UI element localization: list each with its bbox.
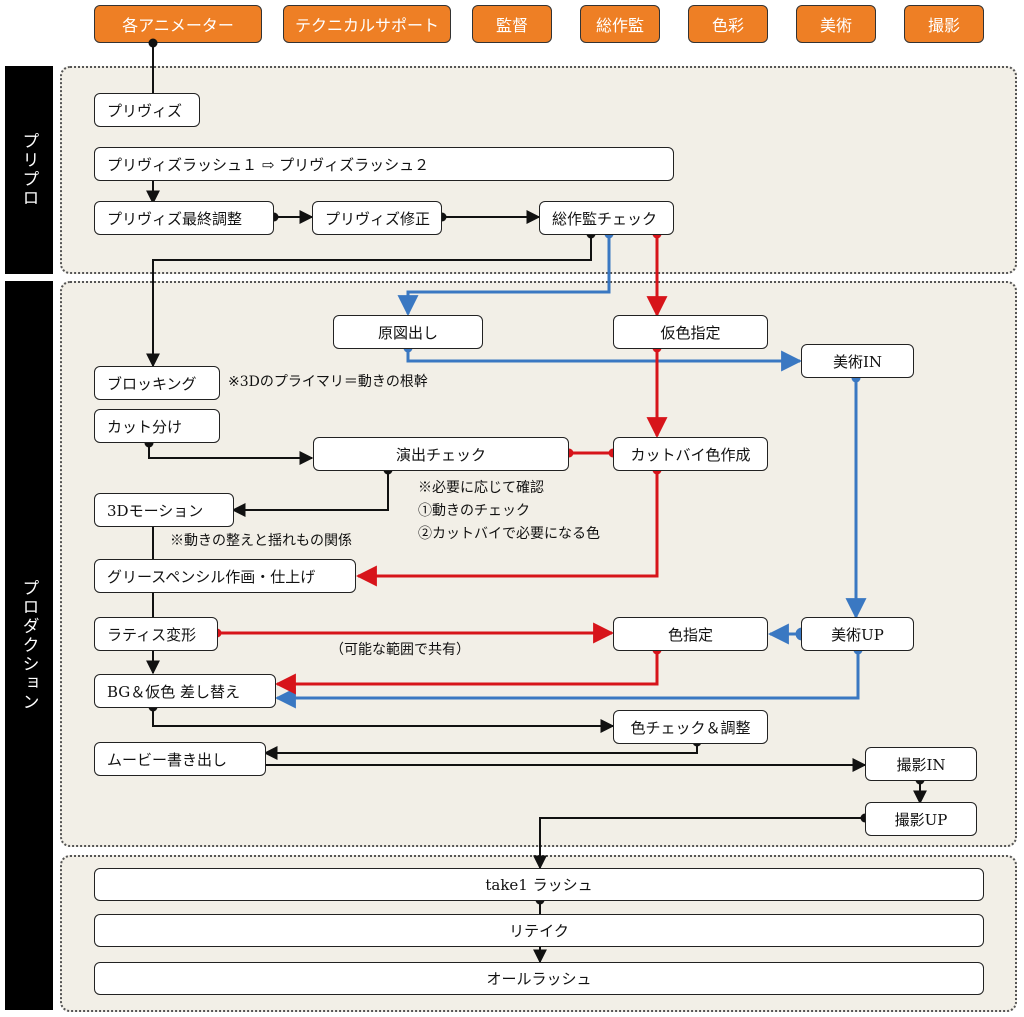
node-take1-rush: take1 ラッシュ: [94, 868, 984, 901]
edge-genzu-to-bijutsu-in: [406, 348, 803, 372]
node-cutbyshoku: カットバイ色作成: [613, 437, 768, 471]
edge-cutwake-to-enshutsu: [148, 443, 314, 465]
node-chief-check: 総作監チェック: [539, 201, 674, 235]
node-bg-swap: BG＆仮色 差し替え: [94, 674, 276, 708]
note-motion: ※動きの整えと揺れもの関係: [170, 533, 352, 549]
node-genzu: 原図出し: [333, 315, 483, 349]
note-enshutsu-1: ※必要に応じて確認: [418, 480, 544, 496]
node-bijutsu-in: 美術IN: [801, 344, 914, 378]
node-3d-motion: 3Dモーション: [94, 493, 234, 527]
node-satsuei-up: 撮影UP: [865, 802, 977, 836]
node-retake: リテイク: [94, 914, 984, 947]
edge-shitei-to-bg: [274, 650, 659, 695]
edge-check-to-genzu: [397, 234, 611, 317]
header-art: 美術: [796, 5, 876, 43]
node-movie-export: ムービー書き出し: [94, 742, 266, 776]
header-color: 色彩: [688, 5, 768, 43]
node-bijutsu-up: 美術UP: [801, 617, 914, 651]
node-previz: プリヴィズ: [94, 93, 200, 127]
header-tech-support: テクニカルサポート: [283, 5, 451, 43]
header-photography: 撮影: [904, 5, 984, 43]
node-iro-shitei: 色指定: [613, 617, 768, 651]
note-enshutsu-3: ②カットバイで必要になる色: [418, 526, 600, 542]
note-blocking: ※3Dのプライマリ＝動きの根幹: [228, 374, 428, 390]
header-chief-animation-director: 総作監: [580, 5, 660, 43]
edge-cutbyshoku-to-grease: [355, 470, 659, 587]
node-blocking: ブロッキング: [94, 366, 220, 400]
edge-satsuei-up-to-take1: [533, 817, 865, 870]
section-label-production: プロダクション: [5, 281, 53, 1010]
header-animators: 各アニメーター: [94, 5, 262, 43]
node-previz-rush: プリヴィズラッシュ１ ⇨ プリヴィズラッシュ２: [94, 147, 674, 181]
edge-bijutsu-up-to-bg: [274, 650, 860, 709]
node-satsuei-in: 撮影IN: [865, 747, 977, 781]
node-enshutsu-check: 演出チェック: [313, 437, 569, 471]
node-cut-wake: カット分け: [94, 409, 220, 443]
node-previz-fix: プリヴィズ修正: [312, 201, 442, 235]
edge-enshutsu-to-motion: [231, 470, 389, 517]
node-previz-final-adjust: プリヴィズ最終調整: [94, 201, 274, 235]
note-enshutsu-2: ①動きのチェック: [418, 503, 530, 519]
node-grease-pencil: グリースペンシル作画・仕上げ: [94, 559, 356, 593]
edge-check-to-blocking: [146, 234, 592, 368]
node-lattice: ラティス変形: [94, 617, 218, 651]
header-director: 監督: [472, 5, 552, 43]
edge-bg-to-colorcheck: [152, 707, 615, 733]
node-all-rush: オールラッシュ: [94, 962, 984, 995]
node-karishoku: 仮色指定: [613, 315, 768, 349]
note-kyoyu: （可能な範囲で共有）: [330, 642, 470, 658]
node-color-check: 色チェック＆調整: [613, 710, 768, 744]
section-label-preproduction: プリプロ: [5, 66, 53, 274]
